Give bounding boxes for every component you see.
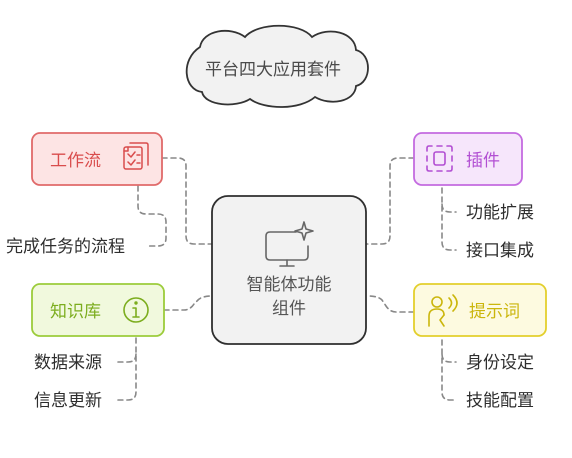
title-cloud-shape [185, 24, 369, 108]
connectors [117, 157, 457, 401]
knowledge-item-2: 信息更新 [34, 391, 102, 411]
node-plugin-label: 插件 [466, 151, 500, 171]
knowledge-item-1: 数据来源 [34, 353, 102, 373]
node-prompt-box [413, 283, 547, 337]
connector-plugin [365, 157, 415, 245]
connector-plugin-items [441, 187, 457, 251]
connector-workflow-desc [137, 185, 167, 247]
plugin-item-1: 功能扩展 [466, 203, 534, 223]
node-workflow-box [31, 132, 163, 186]
node-knowledge-label: 知识库 [50, 302, 101, 322]
connector-prompt [367, 295, 415, 313]
info-circle-icon [123, 297, 149, 323]
workflow-description: 完成任务的流程 [6, 237, 125, 257]
center-line-1: 智能体功能 [247, 275, 332, 295]
document-list-icon [123, 142, 149, 170]
focus-frame-icon [426, 145, 453, 172]
connector-knowledge-items [117, 337, 137, 401]
person-speaking-icon [428, 294, 458, 327]
node-knowledge[interactable]: 知识库 [31, 283, 165, 337]
title-cloud: 平台四大应用套件 [185, 24, 369, 108]
prompt-item-2: 技能配置 [466, 391, 534, 411]
center-node-box [211, 195, 367, 345]
title-text: 平台四大应用套件 [205, 60, 341, 80]
node-workflow-label: 工作流 [50, 151, 101, 171]
center-line-2: 组件 [272, 299, 306, 319]
node-workflow[interactable]: 工作流 [31, 132, 163, 186]
node-prompt[interactable]: 提示词 [413, 283, 547, 337]
connector-workflow [161, 157, 213, 245]
node-plugin[interactable]: 插件 [413, 132, 523, 186]
prompt-item-1: 身份设定 [466, 353, 534, 373]
plugin-item-2: 接口集成 [466, 241, 534, 261]
center-node: 智能体功能 组件 [211, 195, 367, 345]
connector-prompt-items [441, 339, 457, 401]
node-prompt-label: 提示词 [469, 302, 520, 322]
monitor-sparkle-icon [265, 221, 314, 267]
connector-knowledge [163, 295, 213, 311]
node-knowledge-box [31, 283, 165, 337]
